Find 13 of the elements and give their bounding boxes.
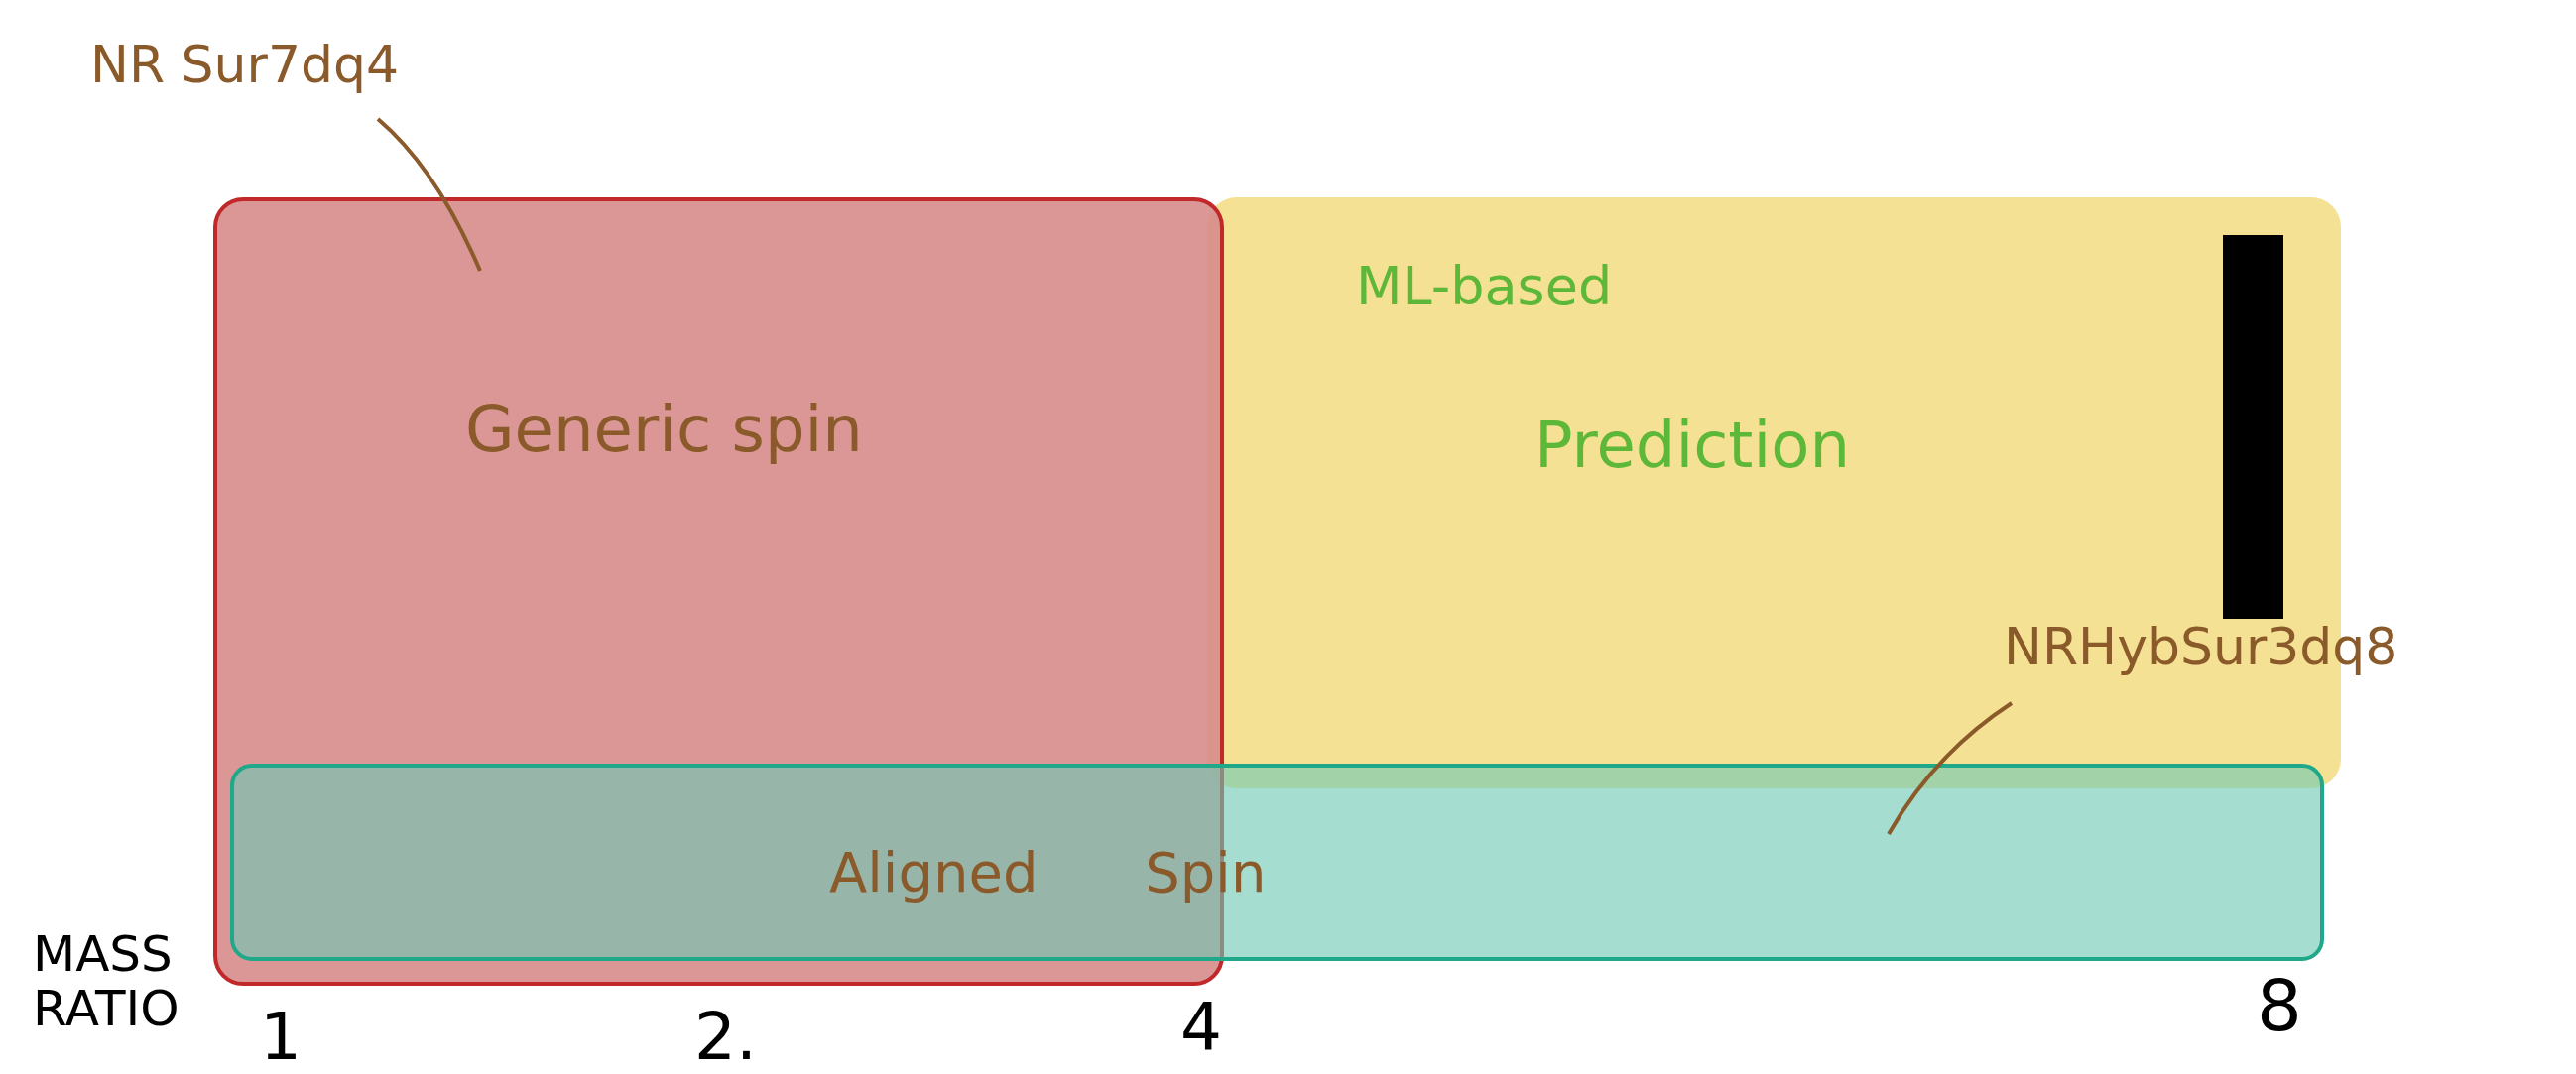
region-label: ML-based [1356, 257, 1613, 316]
annotation-label: NR Sur7dq4 [90, 37, 400, 94]
axis-label: MASS RATIO [33, 927, 181, 1036]
region-label: Generic spin [465, 395, 863, 465]
leader-line [376, 117, 482, 272]
region-label: Prediction [1534, 411, 1850, 481]
region-label: Aligned Spin [829, 842, 1267, 903]
band-region [230, 764, 2324, 961]
leader-line [1887, 701, 2014, 836]
tick-label: 8 [2257, 967, 2302, 1046]
tick-label: 4 [1180, 992, 1222, 1064]
tick-label: 1 [260, 1002, 302, 1074]
tick-label: 2. [694, 1002, 757, 1074]
